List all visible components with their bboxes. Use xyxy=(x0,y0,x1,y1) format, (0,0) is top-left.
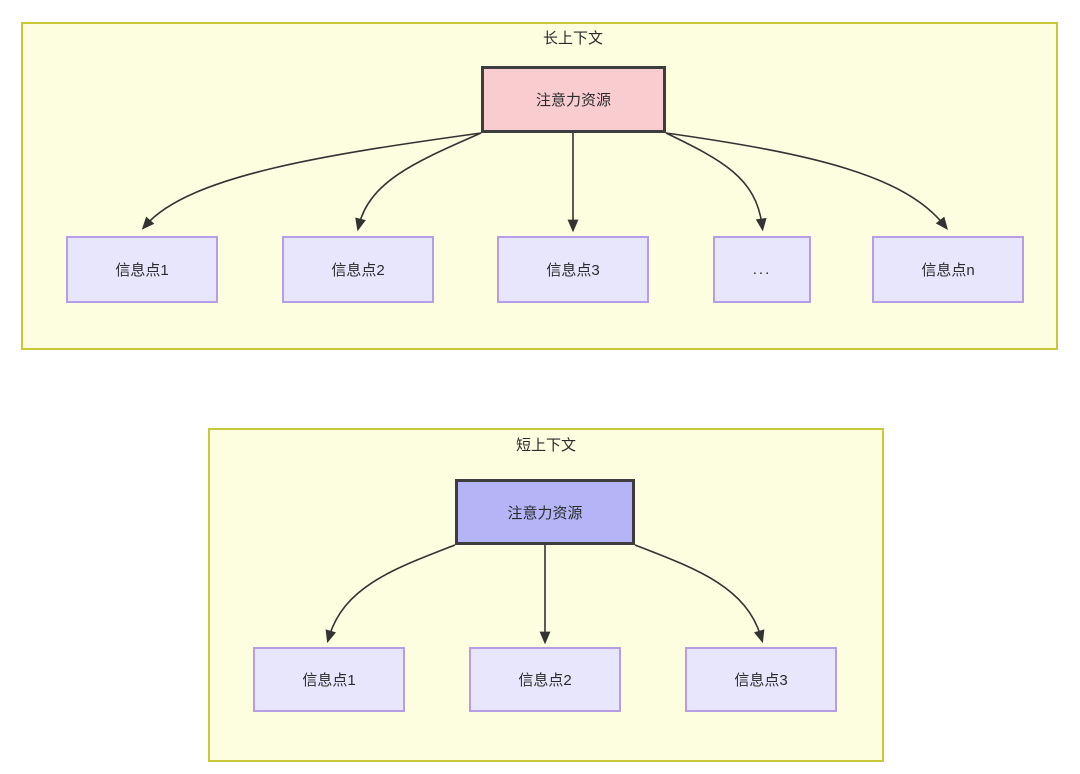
node-info-point-3-short[interactable]: 信息点3 xyxy=(685,647,837,712)
node-info-point-n-long[interactable]: 信息点n xyxy=(872,236,1024,303)
node-info-point-1-short[interactable]: 信息点1 xyxy=(253,647,405,712)
node-info-point-ellipsis-long[interactable]: ... xyxy=(713,236,811,303)
node-info-point-2-long[interactable]: 信息点2 xyxy=(282,236,434,303)
group-long-context-title: 长上下文 xyxy=(542,30,603,47)
group-short-context-title: 短上下文 xyxy=(515,437,576,454)
node-info-point-3-long[interactable]: 信息点3 xyxy=(497,236,649,303)
node-attention-resource-short[interactable]: 注意力资源 xyxy=(455,479,635,545)
node-info-point-1-long[interactable]: 信息点1 xyxy=(66,236,218,303)
node-attention-resource-long[interactable]: 注意力资源 xyxy=(481,66,666,133)
node-info-point-2-short[interactable]: 信息点2 xyxy=(469,647,621,712)
